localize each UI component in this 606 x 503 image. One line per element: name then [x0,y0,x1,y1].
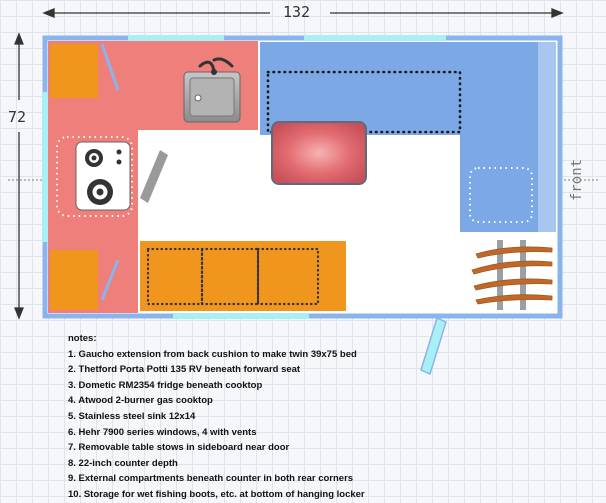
knob [116,159,122,165]
porta-potti-outline [469,167,533,223]
entry-door [420,316,447,376]
note-item: 9. External compartments beneath counter… [68,473,354,485]
boot-storage [471,240,553,310]
gaucho-cushion-side [538,42,556,232]
window-left [42,92,48,242]
gaucho-cushion-back [260,42,538,135]
note-item: 3. Dometic RM2354 fridge beneath cooktop [68,379,263,391]
rear-top-cabinet [50,44,98,98]
fridge-outline [56,136,133,217]
rear-top-cabinet-door [100,43,120,91]
window-bottom [173,313,309,319]
table [271,121,367,185]
depth-label: 72 [8,108,27,126]
window-top-left [128,35,224,41]
dinette-seat [460,135,538,232]
width-label: 132 [283,3,311,21]
floor-plan [8,8,600,376]
sideboard-compartments [146,247,320,306]
front-label: front [569,158,586,202]
knob [116,149,122,155]
note-item: 5. Stainless steel sink 12x14 [68,410,196,422]
notes-heading: notes: [68,333,97,344]
note-item: 10. Storage for wet fishing boots, etc. … [68,488,365,500]
window-top-right [304,35,446,41]
sideboard-cabinet [140,241,346,311]
stowed-table-panel [140,150,168,203]
note-item: 2. Thetford Porta Potti 135 RV beneath f… [68,364,301,376]
notes-panel: notes: 1. Gaucho extension from back cus… [68,331,428,503]
note-item: 8. 22-inch counter depth [68,457,178,469]
sink-drain [194,94,202,102]
gaucho-extension-outline [266,70,462,134]
note-item: 4. Atwood 2-burner gas cooktop [68,395,213,407]
depth-dimension [14,32,24,320]
note-item: 6. Hehr 7900 series windows, 4 with vent… [68,426,257,438]
rear-bottom-cabinet [50,250,98,310]
sink-basin [189,77,235,117]
note-item: 1. Gaucho extension from back cushion to… [68,348,357,360]
rear-bottom-cabinet-door [100,259,120,301]
width-dimension [42,8,564,18]
note-item: 7. Removable table stows in sideboard ne… [68,442,290,454]
